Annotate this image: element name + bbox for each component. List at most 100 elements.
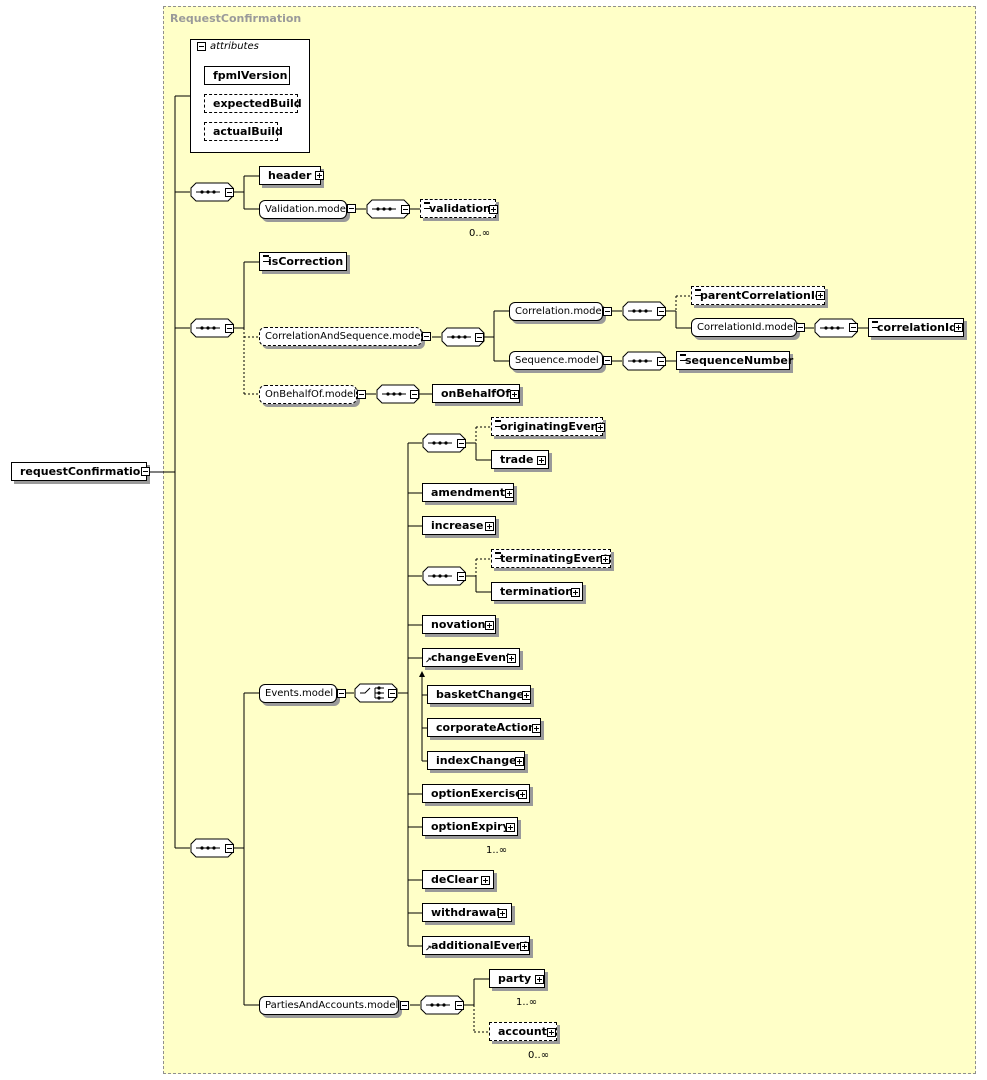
collapse-icon[interactable] — [388, 689, 397, 698]
sequence-model-group[interactable]: Sequence.model — [509, 351, 603, 370]
collapse-icon[interactable] — [357, 390, 366, 399]
sequence-compositor-icon[interactable] — [814, 318, 858, 338]
expand-icon[interactable] — [485, 522, 494, 531]
collapse-icon[interactable] — [337, 689, 346, 698]
collapse-icon[interactable] — [657, 357, 666, 366]
collapse-icon[interactable] — [457, 439, 466, 448]
collapse-icon[interactable] — [197, 42, 206, 51]
expand-icon[interactable] — [537, 456, 546, 465]
sequence-compositor-icon[interactable] — [622, 351, 666, 371]
expand-icon[interactable] — [515, 757, 524, 766]
sequence-compositor-icon[interactable] — [420, 995, 464, 1015]
trade-element[interactable]: trade — [491, 450, 549, 469]
on-behalf-of-element[interactable]: onBehalfOf — [432, 384, 520, 403]
expand-icon[interactable] — [601, 555, 610, 564]
novation-element[interactable]: novation — [422, 615, 496, 634]
expand-icon[interactable] — [571, 588, 580, 597]
termination-element[interactable]: termination — [491, 582, 583, 601]
expand-icon[interactable] — [522, 691, 531, 700]
parent-correlation-id-label: parentCorrelationId — [700, 289, 823, 302]
option-exercise-element[interactable]: optionExercise — [422, 784, 530, 803]
sequence-compositor-icon[interactable] — [366, 199, 410, 219]
amendment-element[interactable]: amendment — [422, 483, 514, 502]
collapse-icon[interactable] — [475, 333, 484, 342]
increase-label: increase — [431, 519, 484, 532]
sequence-compositor-icon[interactable] — [422, 433, 466, 453]
collapse-icon[interactable] — [225, 844, 234, 853]
terminating-event-element[interactable]: terminatingEvent — [491, 549, 611, 568]
collapse-icon[interactable] — [401, 205, 410, 214]
validation-element[interactable]: validation — [420, 199, 496, 218]
attribute-expected-build[interactable]: expectedBuild — [204, 94, 302, 113]
withdrawal-element[interactable]: withdrawal — [422, 903, 512, 922]
corporate-action-element[interactable]: corporateAction — [427, 718, 541, 737]
expand-icon[interactable] — [505, 489, 514, 498]
sequence-compositor-icon[interactable] — [190, 838, 234, 858]
on-behalf-of-model-group[interactable]: OnBehalfOf.model — [259, 385, 357, 404]
expand-icon[interactable] — [520, 942, 529, 951]
correlation-model-group[interactable]: Correlation.model — [509, 302, 604, 321]
option-expiry-cardinality: 1..∞ — [486, 845, 508, 856]
party-element[interactable]: party — [489, 969, 545, 988]
parties-and-accounts-model-group[interactable]: PartiesAndAccounts.model — [259, 996, 399, 1015]
sequence-compositor-icon[interactable] — [422, 566, 466, 586]
expand-icon[interactable] — [506, 823, 515, 832]
collapse-icon[interactable] — [347, 204, 356, 213]
events-model-group[interactable]: Events.model — [259, 684, 337, 703]
collapse-icon[interactable] — [849, 323, 858, 332]
expand-icon[interactable] — [507, 654, 516, 663]
collapse-icon[interactable] — [400, 1001, 409, 1010]
collapse-icon[interactable] — [457, 572, 466, 581]
attribute-actual-build[interactable]: actualBuild — [204, 122, 283, 141]
correlation-and-sequence-model-group[interactable]: CorrelationAndSequence.model — [259, 327, 423, 346]
account-element[interactable]: account — [489, 1022, 557, 1041]
sequence-compositor-icon[interactable] — [441, 327, 485, 347]
collapse-icon[interactable] — [603, 307, 612, 316]
sequence-compositor-icon[interactable] — [190, 318, 234, 338]
collapse-icon[interactable] — [225, 188, 234, 197]
originating-event-element[interactable]: originatingEvent — [491, 417, 604, 436]
expand-icon[interactable] — [489, 205, 498, 214]
expand-icon[interactable] — [481, 876, 490, 885]
expand-icon[interactable] — [535, 975, 544, 984]
correlation-id-model-group[interactable]: CorrelationId.model — [691, 318, 797, 337]
option-expiry-element[interactable]: optionExpiry — [422, 817, 518, 836]
basket-change-element[interactable]: basketChange — [427, 685, 531, 704]
collapse-icon[interactable] — [603, 356, 612, 365]
de-clear-element[interactable]: deClear — [422, 870, 494, 889]
sequence-compositor-icon[interactable] — [622, 301, 666, 321]
request-confirmation-element[interactable]: requestConfirmation — [11, 462, 148, 481]
collapse-icon[interactable] — [422, 332, 431, 341]
expand-icon[interactable] — [510, 390, 519, 399]
expand-icon[interactable] — [547, 1028, 556, 1037]
expand-icon[interactable] — [518, 790, 527, 799]
collapse-icon[interactable] — [141, 467, 150, 476]
expand-icon[interactable] — [485, 621, 494, 630]
attributes-header[interactable]: attributes — [197, 41, 259, 52]
header-element[interactable]: header — [259, 166, 321, 185]
expand-icon[interactable] — [315, 171, 324, 180]
correlation-id-element[interactable]: correlationId — [868, 318, 964, 337]
expand-icon[interactable] — [498, 909, 507, 918]
parent-correlation-id-element[interactable]: parentCorrelationId — [691, 286, 825, 305]
additional-event-element[interactable]: ↗additionalEvent — [422, 936, 530, 955]
expand-icon[interactable] — [816, 291, 825, 300]
collapse-icon[interactable] — [455, 1001, 464, 1010]
change-event-element[interactable]: ↗changeEvent — [422, 648, 520, 667]
validation-model-group[interactable]: Validation.model — [259, 200, 349, 219]
sequence-compositor-icon[interactable] — [190, 182, 234, 202]
expand-icon[interactable] — [596, 423, 605, 432]
sequence-number-element[interactable]: sequenceNumber — [676, 351, 793, 370]
is-correction-element[interactable]: isCorrection — [259, 252, 347, 271]
choice-compositor-icon[interactable] — [354, 683, 398, 703]
increase-element[interactable]: increase — [422, 516, 496, 535]
collapse-icon[interactable] — [796, 323, 805, 332]
index-change-element[interactable]: indexChange — [427, 751, 525, 770]
collapse-icon[interactable] — [657, 307, 666, 316]
expand-icon[interactable] — [954, 323, 963, 332]
sequence-compositor-icon[interactable] — [376, 384, 420, 404]
collapse-icon[interactable] — [225, 324, 234, 333]
attribute-fpml-version[interactable]: fpmlVersion — [204, 66, 290, 85]
collapse-icon[interactable] — [410, 390, 419, 399]
expand-icon[interactable] — [532, 724, 541, 733]
